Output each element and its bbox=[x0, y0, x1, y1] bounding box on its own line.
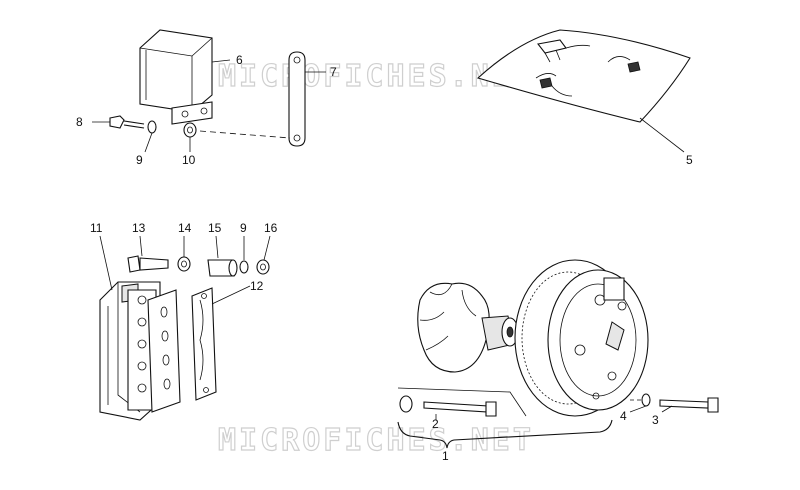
assembly-axis-line bbox=[199, 130, 291, 139]
callout-8: 8 bbox=[76, 115, 83, 129]
part-strap bbox=[288, 51, 306, 147]
callout-14: 14 bbox=[178, 221, 192, 235]
part-alternator-housing bbox=[514, 259, 649, 417]
part-rectifier-block bbox=[99, 281, 181, 421]
part-screw-3 bbox=[659, 397, 719, 413]
callout-9-top: 9 bbox=[136, 153, 143, 167]
callout-10: 10 bbox=[182, 153, 196, 167]
part-washer-9 bbox=[147, 120, 157, 134]
part-bolt-13 bbox=[127, 255, 169, 273]
leader-lines bbox=[92, 59, 685, 420]
part-nut-10 bbox=[183, 122, 197, 138]
part-through-bolt-2 bbox=[399, 395, 497, 417]
callout-6: 6 bbox=[236, 53, 243, 67]
part-spacer-15 bbox=[207, 259, 238, 277]
callout-7: 7 bbox=[330, 65, 337, 79]
part-washer-4 bbox=[641, 393, 651, 407]
callout-13: 13 bbox=[132, 221, 146, 235]
callout-15: 15 bbox=[208, 221, 222, 235]
part-washer-9b bbox=[239, 260, 249, 274]
part-terminal-plate bbox=[191, 287, 217, 401]
part-rotor bbox=[417, 282, 519, 373]
part-nut-16 bbox=[256, 259, 270, 275]
bracket-outline bbox=[397, 387, 527, 417]
callout-11: 11 bbox=[90, 221, 103, 235]
callout-12: 12 bbox=[250, 279, 264, 293]
group-brace-1 bbox=[397, 419, 613, 449]
callout-5: 5 bbox=[686, 153, 693, 167]
callout-4: 4 bbox=[620, 409, 627, 423]
part-regulator-box bbox=[139, 29, 213, 125]
callout-2: 2 bbox=[432, 417, 439, 431]
callout-3: 3 bbox=[652, 413, 659, 427]
part-washer-14 bbox=[177, 256, 191, 272]
callout-16: 16 bbox=[264, 221, 278, 235]
part-screw-8 bbox=[109, 115, 145, 129]
callout-1: 1 bbox=[442, 449, 449, 463]
watermark-bottom: MICROFICHES.NET bbox=[218, 423, 534, 458]
part-wiring-harness bbox=[476, 29, 691, 123]
callout-9-bottom: 9 bbox=[240, 221, 247, 235]
